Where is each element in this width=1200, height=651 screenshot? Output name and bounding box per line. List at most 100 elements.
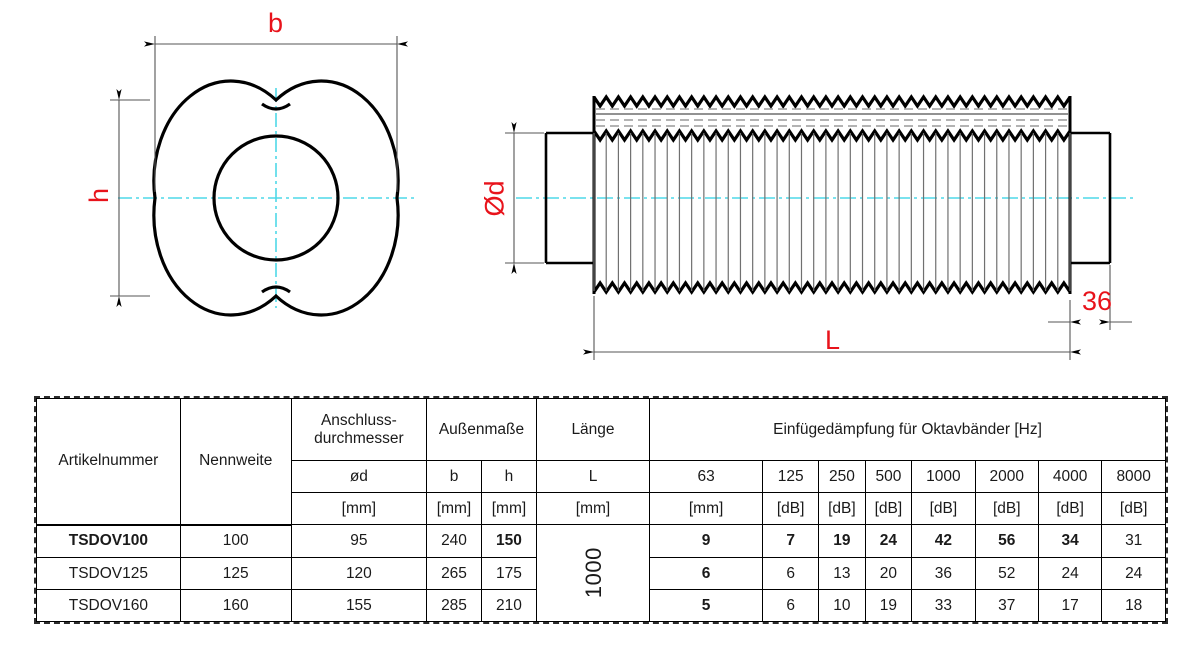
- cell-h: 175: [480, 557, 537, 590]
- cell-freq-2000: 56: [974, 524, 1039, 559]
- cell-freq-2000: 52: [974, 557, 1039, 590]
- header-freq-8000: 8000: [1101, 460, 1166, 494]
- dim-b: [144, 36, 408, 192]
- cell-freq-63: 6: [649, 557, 764, 590]
- header-sym-L: L: [535, 460, 651, 494]
- cell-freq-500: 24: [864, 524, 913, 559]
- cell-freq-250: 10: [818, 588, 866, 623]
- dim-label-36: 36: [1082, 286, 1113, 316]
- cell-freq-63: 9: [649, 524, 764, 559]
- unit-freq-2000: [dB]: [974, 492, 1039, 526]
- cell-freq-4000: 34: [1037, 524, 1103, 559]
- cell-freq-500: 20: [864, 557, 913, 590]
- cell-freq-250: 19: [818, 524, 866, 559]
- header-connection-diameter: Anschluss- durchmesser: [290, 397, 428, 462]
- table-row[interactable]: TSDOV160 160 155 285 210 5 6 10 19 33 37…: [36, 588, 1166, 623]
- cell-nominal-width: 100: [179, 524, 292, 559]
- cell-h: 210: [480, 588, 537, 623]
- cell-b: 240: [426, 524, 482, 559]
- header-outer-dimensions: Außenmaße: [426, 397, 537, 462]
- cell-freq-63: 5: [649, 588, 764, 623]
- dim-diameter-d: [505, 122, 544, 274]
- header-freq-250: 250: [818, 460, 866, 494]
- dim-length-L: [583, 296, 1081, 360]
- unit-freq-125: [dB]: [762, 492, 820, 526]
- cell-connection-diameter: 155: [290, 588, 428, 623]
- hidden-inner-lines: [596, 108, 1068, 127]
- unit-freq-8000: [dB]: [1101, 492, 1166, 526]
- table-header-row-3: [mm] [mm] [mm] [mm] [mm] [dB] [dB] [dB] …: [37, 492, 1166, 526]
- cell-freq-2000: 37: [974, 588, 1039, 623]
- unit-L: [mm]: [535, 492, 651, 526]
- header-sym-h: h: [480, 460, 537, 494]
- outer-profile-waist: [261, 102, 291, 294]
- cell-freq-250: 13: [818, 557, 866, 590]
- header-freq-500: 500: [864, 460, 913, 494]
- left-connection-pipe: [544, 131, 594, 265]
- cell-connection-diameter: 95: [290, 524, 428, 559]
- unit-freq-1000: [dB]: [911, 492, 976, 526]
- unit-b: [mm]: [426, 492, 482, 526]
- dim-label-b: b: [268, 8, 284, 38]
- outer-profile: [152, 79, 400, 317]
- header-connection-diameter-line1: Anschluss-: [320, 411, 397, 429]
- header-sym-connection-diameter: ød: [290, 460, 428, 494]
- header-length: Länge: [535, 397, 651, 462]
- unit-h: [mm]: [480, 492, 537, 526]
- table-row[interactable]: TSDOV100 100 95 240 150 1000 9 7 19 24 4…: [36, 524, 1166, 622]
- right-connection-pipe: [1070, 131, 1112, 265]
- dim-label-length-L: L: [825, 325, 841, 355]
- header-freq-4000: 4000: [1037, 460, 1103, 494]
- header-connection-diameter-line2: durchmesser: [314, 429, 404, 447]
- cell-freq-1000: 36: [911, 557, 976, 590]
- cross-section-view: [110, 36, 418, 317]
- header-freq-1000: 1000: [911, 460, 976, 494]
- cell-freq-8000: 18: [1101, 588, 1166, 623]
- cell-b: 285: [426, 588, 482, 623]
- cell-freq-1000: 33: [911, 588, 976, 623]
- cell-freq-4000: 17: [1037, 588, 1103, 623]
- unit-freq-63: [mm]: [649, 492, 764, 526]
- unit-freq-250: [dB]: [818, 492, 866, 526]
- cell-h: 150: [480, 524, 537, 559]
- cell-article-number: TSDOV100: [36, 524, 181, 559]
- header-nominal-width: Nennweite: [179, 397, 292, 526]
- table-row[interactable]: TSDOV125 125 120 265 175 6 6 13 20 36 52…: [36, 557, 1166, 590]
- header-freq-63: 63: [649, 460, 764, 494]
- cell-b: 265: [426, 557, 482, 590]
- corrugation-zigzag: [592, 128, 1072, 143]
- corrugation-zigzag: [592, 94, 1072, 109]
- unit-connection-diameter: [mm]: [290, 492, 428, 526]
- dim-label-h: h: [84, 187, 115, 204]
- cell-connection-diameter: 120: [290, 557, 428, 590]
- header-sym-b: b: [426, 460, 482, 494]
- corrugation-zigzag: [592, 280, 1072, 295]
- cell-freq-125: 6: [762, 588, 820, 623]
- unit-freq-4000: [dB]: [1037, 492, 1103, 526]
- table-header-row-1: Artikelnummer Nennweite Anschluss- durch…: [36, 397, 1166, 526]
- body-end-walls: [592, 96, 1072, 294]
- cell-nominal-width: 125: [179, 557, 292, 590]
- cell-freq-8000: 24: [1101, 557, 1166, 590]
- cell-freq-500: 19: [864, 588, 913, 623]
- specification-table: Artikelnummer Nennweite Anschluss- durch…: [36, 397, 1166, 623]
- technical-drawing-svg: [110, 36, 1135, 360]
- cell-article-number: TSDOV160: [36, 588, 181, 623]
- inner-duct-circle: [212, 134, 340, 262]
- cell-freq-8000: 31: [1101, 524, 1166, 559]
- cell-freq-125: 7: [762, 524, 820, 559]
- header-freq-125: 125: [762, 460, 820, 494]
- unit-freq-500: [dB]: [864, 492, 913, 526]
- dim-label-diameter-d: Ød: [479, 180, 510, 217]
- dim-connector-36: [1048, 265, 1132, 330]
- header-article-number: Artikelnummer: [36, 397, 181, 526]
- table-header-row-2: ød b h L 63 125 250 500 1000 2000 4000 8…: [37, 460, 1166, 494]
- cell-freq-1000: 42: [911, 524, 976, 559]
- cell-nominal-width: 160: [179, 588, 292, 623]
- side-view: [505, 94, 1135, 360]
- cell-freq-125: 6: [762, 557, 820, 590]
- cell-article-number: TSDOV125: [36, 557, 181, 590]
- drawing-area: b h Ød L 36: [84, 8, 1135, 360]
- cell-length-merged: 1000: [535, 524, 651, 622]
